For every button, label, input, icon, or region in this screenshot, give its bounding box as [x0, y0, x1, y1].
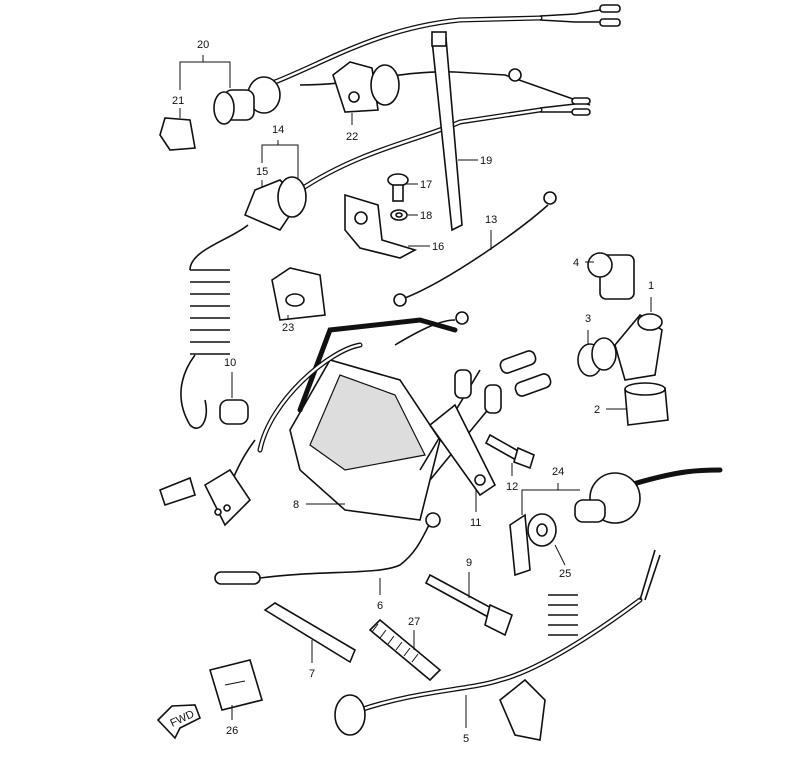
callout-16: 16 [432, 241, 444, 253]
callout-9: 9 [466, 557, 472, 569]
callout-7: 7 [309, 668, 315, 680]
harness-part-5 [334, 549, 661, 741]
grommet-part-23 [271, 267, 326, 321]
coil-lead [180, 224, 249, 429]
callout-10: 10 [224, 357, 236, 369]
plug-cap-part-4 [587, 252, 635, 300]
callout-6: 6 [377, 600, 383, 612]
cable-tie-part-19 [431, 31, 463, 232]
callout-11: 11 [470, 517, 481, 529]
leader-lines [179, 55, 652, 728]
callout-18: 18 [420, 210, 432, 222]
callout-14: 14 [272, 124, 284, 136]
callout-4: 4 [573, 257, 579, 269]
callout-21: 21 [172, 95, 184, 107]
callout-labels: 20 21 22 14 15 17 18 19 16 13 4 1 3 23 1… [172, 39, 654, 745]
bracket-part-16 [344, 193, 418, 259]
connector-part-20 [213, 76, 281, 125]
callout-23: 23 [282, 322, 294, 334]
callout-17: 17 [420, 179, 432, 191]
callout-20: 20 [197, 39, 209, 51]
lead-wire-part-6 [214, 512, 441, 585]
connector-part-21 [159, 117, 196, 151]
grommet-part-3 [577, 337, 617, 377]
callout-15: 15 [256, 166, 268, 178]
boot-part-2 [624, 382, 669, 426]
callout-22: 22 [346, 131, 358, 143]
bolt-part-12 [484, 433, 535, 470]
pad-part-26 [208, 659, 264, 711]
callout-1: 1 [648, 280, 654, 292]
callout-8: 8 [293, 499, 299, 511]
grommet-part-22 [332, 61, 400, 113]
callout-26: 26 [226, 725, 238, 737]
forward-arrow-icon: FWD [156, 704, 202, 740]
callout-13: 13 [485, 214, 497, 226]
plug-cap-part-1 [614, 313, 663, 381]
cap-part-15 [243, 176, 307, 231]
ground-wire-part-13 [393, 191, 557, 307]
bracket-part-7 [263, 602, 357, 664]
callout-5: 5 [463, 733, 469, 745]
cdi-unit-part-8 [257, 311, 552, 521]
collar-part-10 [219, 399, 249, 425]
callout-12: 12 [506, 481, 518, 493]
callout-24: 24 [552, 466, 564, 478]
callout-25: 25 [559, 568, 571, 580]
callout-19: 19 [480, 155, 492, 167]
washer-part-18 [390, 209, 408, 221]
connectors-left [159, 439, 256, 527]
callout-27: 27 [408, 616, 420, 628]
screw-part-17 [387, 173, 409, 202]
switch-part-24 [509, 467, 723, 577]
callout-3: 3 [585, 313, 591, 325]
callout-2: 2 [594, 404, 600, 416]
bolt-part-9 [424, 573, 513, 637]
bracket-part-11 [428, 403, 497, 497]
spring-part-27 [368, 618, 442, 682]
